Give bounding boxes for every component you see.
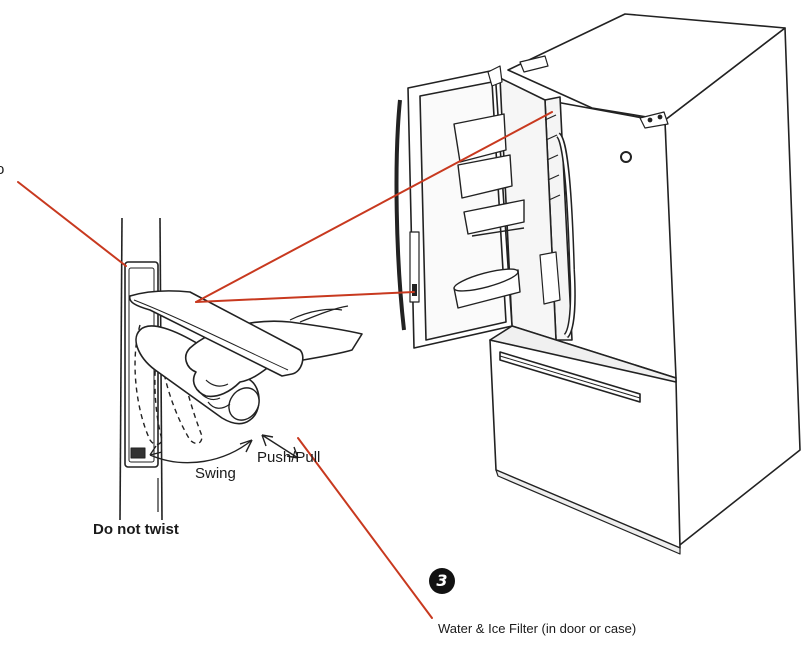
cabinet-side	[664, 27, 801, 549]
cavity-latch	[130, 447, 146, 459]
leader-line-filter	[297, 437, 433, 619]
filter-caption: Water & Ice Filter (in door or case)	[438, 621, 637, 636]
leader-lines	[17, 111, 553, 619]
step-number-badge: 3	[429, 568, 455, 594]
push-pull-arrow	[261, 434, 299, 459]
swing-arrow	[149, 439, 253, 464]
crisper-drawer-inside	[539, 251, 561, 305]
filter-cover-lid	[128, 290, 304, 377]
partial-label: o	[0, 161, 5, 178]
push-pull-label: Push/Pull	[257, 449, 321, 466]
do-not-twist-label: Do not twist	[93, 521, 179, 538]
door-filter-housing	[409, 231, 420, 303]
leader-line-detail-lower	[195, 291, 415, 303]
leader-line-detail-upper	[195, 111, 553, 303]
door-bins	[453, 113, 525, 309]
freezer-drawer-top	[489, 325, 677, 383]
refrigerator-illustration	[394, 13, 801, 555]
left-door-handle	[394, 99, 406, 331]
interior-shelf-supports	[544, 114, 561, 201]
leader-line-partial	[17, 181, 127, 267]
swing-label: Swing	[195, 465, 236, 482]
filter-closeup-illustration	[119, 217, 363, 521]
brand-logo-icon	[620, 151, 632, 163]
cabinet-top	[507, 13, 786, 121]
